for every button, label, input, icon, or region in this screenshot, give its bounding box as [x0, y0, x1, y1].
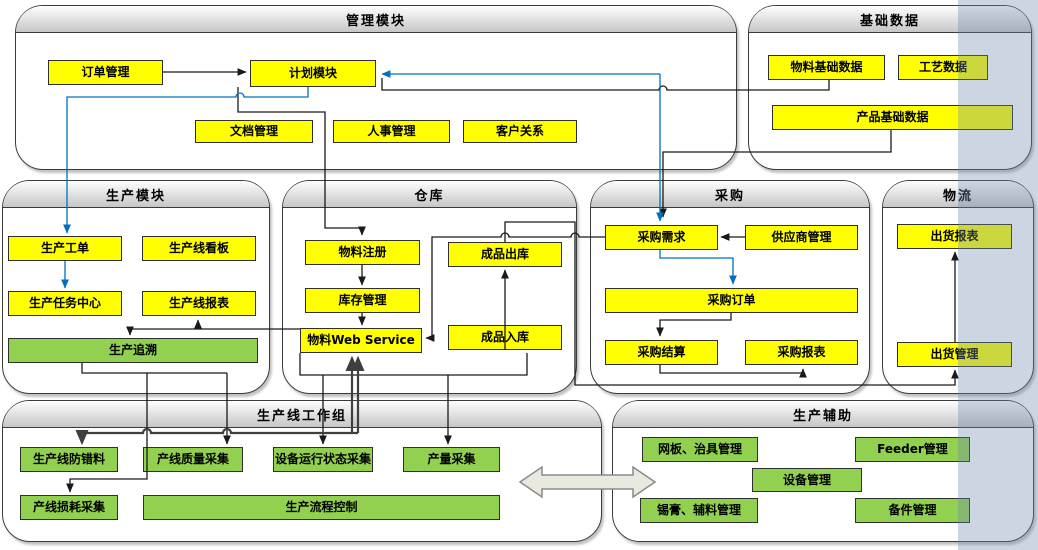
box-purchase-demand: 采购需求	[605, 225, 718, 250]
box-equipment-status-collection: 设备运行状态采集	[273, 447, 373, 472]
panel-warehouse: 仓库	[282, 180, 577, 394]
panel-management: 管理模块	[15, 5, 737, 170]
box-inventory-management: 库存管理	[305, 288, 420, 313]
box-material-register: 物料注册	[305, 240, 420, 265]
box-document-management: 文档管理	[195, 120, 313, 143]
box-material-web-service: 物料Web Service	[300, 328, 422, 353]
window-background-band	[958, 0, 1038, 550]
box-hr-management: 人事管理	[333, 120, 450, 143]
box-production-line-board: 生产线看板	[142, 236, 256, 261]
box-process-data: 工艺数据	[898, 55, 988, 80]
box-order-management: 订单管理	[48, 60, 163, 85]
box-purchase-report: 采购报表	[745, 340, 858, 365]
panel-production-title: 生产模块	[3, 181, 269, 208]
box-stencil-fixture-management: 网板、治具管理	[642, 437, 758, 462]
box-production-line-report: 生产线报表	[142, 291, 256, 316]
box-production-process-control: 生产流程控制	[143, 495, 500, 520]
box-line-error-proofing: 生产线防错料	[20, 447, 118, 472]
box-finished-goods-inbound: 成品入库	[448, 325, 562, 350]
box-line-loss-collection: 产线损耗采集	[20, 495, 118, 520]
box-spare-parts-management: 备件管理	[855, 498, 970, 523]
box-feeder-management: Feeder管理	[855, 437, 970, 462]
box-material-base-data: 物料基础数据	[768, 55, 885, 80]
panel-line-group-title: 生产线工作组	[3, 401, 601, 428]
panel-aux-title: 生产辅助	[613, 401, 1033, 428]
box-solder-paste-management: 锡膏、辅料管理	[640, 498, 758, 523]
box-purchase-settlement: 采购结算	[605, 340, 718, 365]
panel-management-title: 管理模块	[16, 6, 736, 33]
box-finished-goods-outbound: 成品出库	[448, 242, 562, 267]
box-supplier-management: 供应商管理	[745, 225, 858, 250]
box-customer-relations: 客户关系	[463, 120, 577, 143]
box-product-base-data: 产品基础数据	[772, 105, 1013, 130]
panel-warehouse-title: 仓库	[283, 181, 576, 208]
panel-purchase-title: 采购	[591, 181, 869, 208]
panel-logistics-title: 物流	[883, 181, 1033, 208]
box-production-trace: 生产追溯	[8, 338, 258, 363]
box-plan-module: 计划模块	[250, 60, 376, 87]
box-output-collection: 产量采集	[403, 447, 500, 472]
box-purchase-order: 采购订单	[605, 288, 858, 313]
panel-base-data-title: 基础数据	[749, 6, 1031, 33]
box-production-task-center: 生产任务中心	[8, 291, 122, 316]
box-equipment-management: 设备管理	[752, 468, 862, 492]
box-production-work-order: 生产工单	[8, 236, 122, 261]
box-line-quality-collection: 产线质量采集	[143, 447, 243, 472]
